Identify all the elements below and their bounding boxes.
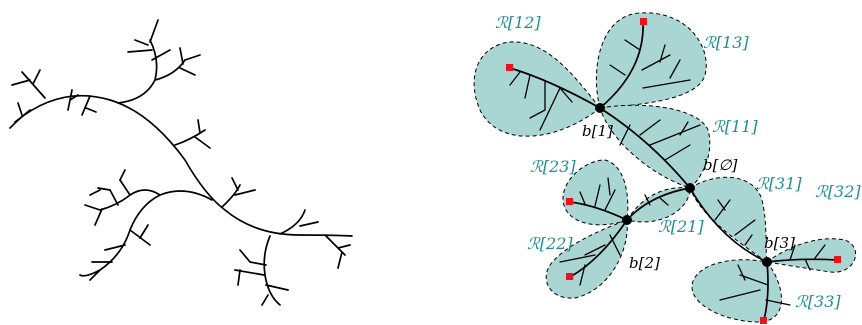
left-tree-branch bbox=[9, 102, 31, 129]
left-tree-branch bbox=[11, 69, 46, 99]
edge-b3-leaf32 bbox=[766, 258, 839, 263]
label-b3: b[3] bbox=[764, 234, 795, 252]
label-b0: b[∅] bbox=[703, 156, 738, 174]
region-R32 bbox=[765, 238, 857, 273]
leaf-marker bbox=[760, 317, 767, 324]
edge-b1-leaf13 bbox=[599, 21, 644, 109]
left-tree-branch bbox=[89, 169, 126, 196]
node-b1 bbox=[595, 103, 605, 113]
left-tree-branch bbox=[67, 89, 79, 111]
leaf-marker bbox=[506, 64, 513, 71]
right-tree: ℛ[12] ℛ[13] ℛ[11] ℛ[23] ℛ[22] ℛ[21] ℛ[31… bbox=[473, 12, 861, 324]
label-b2: b[2] bbox=[629, 254, 660, 272]
edge-b3-leaf33 bbox=[763, 261, 769, 321]
label-b1: b[1] bbox=[582, 122, 613, 140]
edge-b0-b3 bbox=[689, 187, 768, 263]
twig bbox=[509, 71, 573, 131]
leaf-marker bbox=[834, 256, 841, 263]
left-tree-branch bbox=[221, 177, 256, 208]
region-R33 bbox=[691, 259, 782, 323]
edge-b2-leaf22 bbox=[569, 219, 628, 278]
edge-b1-b0 bbox=[599, 107, 691, 189]
label-R33: ℛ[33] bbox=[795, 292, 841, 311]
left-tree-branch bbox=[324, 234, 351, 269]
twig bbox=[644, 194, 669, 206]
twig bbox=[789, 244, 826, 271]
edge-b0-b2 bbox=[626, 187, 691, 221]
twig bbox=[559, 234, 621, 286]
region-R13 bbox=[595, 12, 707, 109]
label-R32: ℛ[32] bbox=[815, 182, 861, 201]
region-R12 bbox=[473, 41, 601, 137]
region-R23 bbox=[562, 159, 629, 226]
edge-b2-leaf23 bbox=[569, 201, 628, 221]
label-R13: ℛ[13] bbox=[703, 33, 749, 52]
left-tree-branch bbox=[279, 209, 319, 235]
twig bbox=[719, 264, 791, 306]
label-R12: ℛ[12] bbox=[495, 13, 541, 32]
left-tree-branch bbox=[81, 95, 97, 116]
edge-b1-leaf12 bbox=[509, 67, 601, 109]
node-b3 bbox=[762, 257, 772, 267]
left-tree-branch bbox=[154, 47, 201, 81]
left-tree-branch bbox=[234, 235, 289, 306]
left-tree-spine bbox=[14, 94, 353, 237]
twig bbox=[609, 39, 691, 89]
leaf-marker bbox=[566, 273, 573, 280]
left-tree-branch bbox=[89, 224, 151, 281]
leaf-marker bbox=[640, 18, 647, 25]
region-R11 bbox=[599, 104, 711, 189]
region-R21 bbox=[626, 187, 691, 223]
right-tree-edges bbox=[509, 21, 839, 321]
label-R23: ℛ[23] bbox=[530, 157, 576, 176]
left-tree-branch bbox=[117, 19, 171, 104]
left-tree bbox=[9, 19, 353, 306]
twig bbox=[619, 119, 701, 161]
left-tree-branch bbox=[79, 190, 213, 277]
twig bbox=[714, 199, 756, 246]
region-R22 bbox=[545, 219, 628, 299]
node-b2 bbox=[622, 215, 632, 225]
left-tree-branch bbox=[174, 119, 211, 149]
node-b0 bbox=[685, 183, 695, 193]
leaf-marker bbox=[566, 198, 573, 205]
left-tree-branch bbox=[84, 179, 161, 226]
label-R22: ℛ[22] bbox=[527, 234, 573, 253]
twig bbox=[579, 177, 616, 211]
label-R11: ℛ[11] bbox=[712, 117, 758, 136]
label-R31: ℛ[31] bbox=[756, 174, 802, 193]
label-R21: ℛ[21] bbox=[658, 217, 704, 236]
